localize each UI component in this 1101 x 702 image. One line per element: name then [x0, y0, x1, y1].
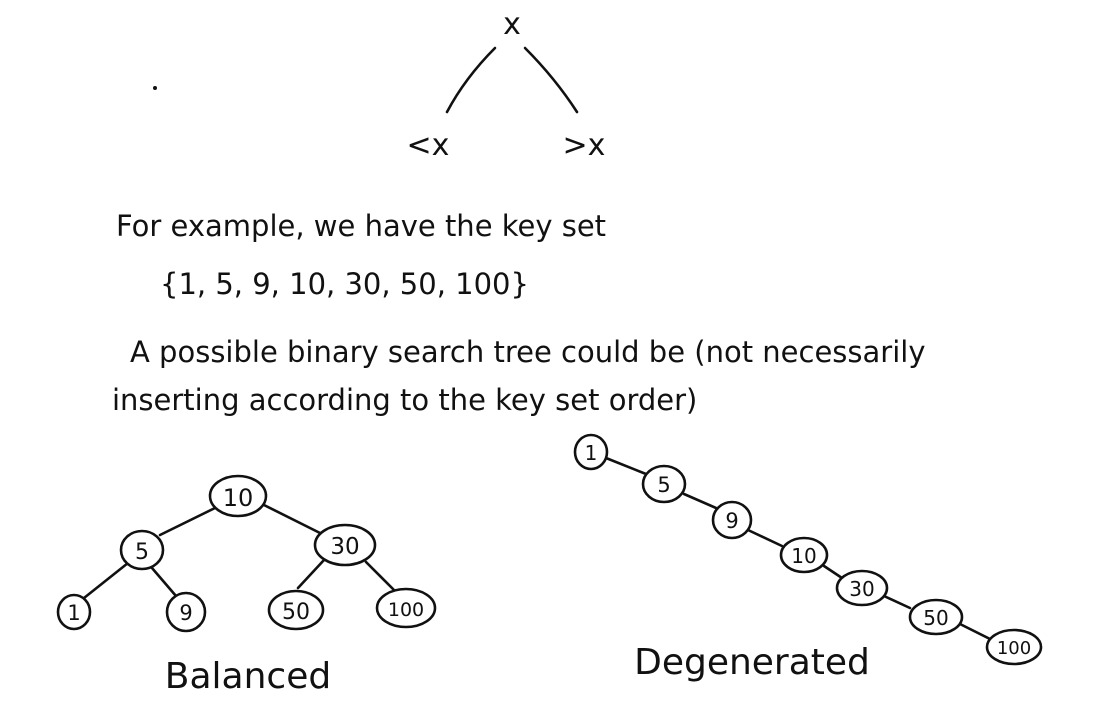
balanced-node-9	[165, 591, 207, 633]
balanced-edge-10-30	[260, 502, 322, 535]
balanced-node-50	[267, 589, 325, 631]
balanced-node-30	[313, 523, 377, 567]
balanced-node-1	[56, 593, 92, 631]
balanced-node-9-label: 9	[179, 601, 192, 625]
balanced-node-30-label: 30	[330, 534, 359, 560]
balanced-edge-30-100	[364, 560, 396, 592]
degenerated-tree: 1 5 9 10 30 50 100 Degenerated	[573, 433, 1043, 683]
text-line-2: {1, 5, 9, 10, 30, 50, 100}	[160, 267, 529, 301]
degenerated-edge-50-100	[958, 622, 994, 642]
degenerated-node-9-label: 9	[725, 509, 738, 533]
balanced-node-10-label: 10	[223, 484, 254, 512]
degenerated-node-10-label: 10	[791, 544, 816, 568]
degenerated-node-1	[573, 433, 609, 471]
degenerated-edge-30-50	[882, 594, 912, 610]
degenerated-node-50	[908, 598, 964, 636]
balanced-caption: Balanced	[165, 656, 331, 697]
degenerated-node-100-label: 100	[997, 638, 1031, 659]
bst-rule-diagram: x <x >x	[407, 7, 606, 163]
text-line-3: A possible binary search tree could be (…	[130, 335, 925, 369]
degenerated-node-100	[985, 628, 1043, 666]
rule-right-label: >x	[563, 128, 606, 163]
rule-left-edge	[445, 46, 497, 114]
degenerated-node-9	[711, 500, 753, 540]
degenerated-node-5	[641, 464, 687, 504]
degenerated-node-30-label: 30	[849, 577, 874, 601]
degenerated-edge-1-5	[604, 456, 648, 476]
degenerated-node-30	[835, 569, 889, 607]
balanced-node-1-label: 1	[67, 601, 80, 625]
balanced-node-5-label: 5	[135, 540, 149, 565]
degenerated-edge-9-10	[746, 528, 784, 548]
balanced-edge-30-50	[296, 558, 326, 590]
degenerated-edge-10-30	[822, 564, 844, 580]
balanced-node-50-label: 50	[282, 600, 310, 625]
balanced-edge-5-9	[150, 566, 178, 598]
balanced-node-100-label: 100	[388, 599, 424, 621]
degenerated-node-10	[779, 536, 829, 574]
degenerated-node-1-label: 1	[585, 441, 598, 465]
text-line-4: inserting according to the key set order…	[112, 383, 697, 417]
rule-left-label: <x	[407, 128, 450, 163]
degenerated-node-5-label: 5	[657, 473, 670, 497]
balanced-node-5	[119, 529, 165, 571]
balanced-tree: 10 5 30 1 9 50 100 Balanced	[56, 474, 437, 697]
balanced-edge-10-5	[158, 506, 217, 537]
stray-dot	[153, 86, 157, 90]
balanced-node-100	[375, 587, 437, 629]
degenerated-node-50-label: 50	[923, 606, 948, 630]
rule-right-edge	[523, 46, 579, 114]
balanced-node-10	[208, 474, 268, 518]
degenerated-caption: Degenerated	[634, 642, 870, 683]
balanced-edge-5-1	[82, 561, 130, 600]
text-line-1: For example, we have the key set	[116, 209, 606, 243]
degenerated-edge-5-9	[682, 492, 718, 510]
rule-root-label: x	[503, 7, 521, 42]
